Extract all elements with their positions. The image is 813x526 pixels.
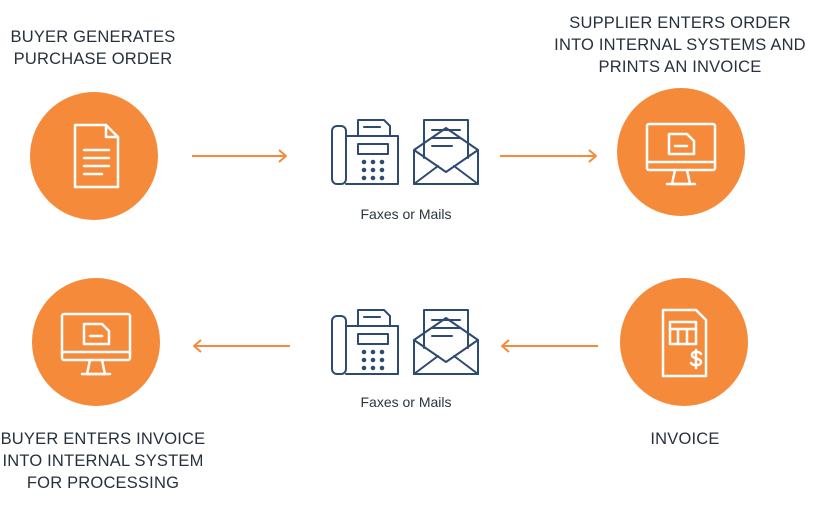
arrow-left-1 <box>501 339 598 353</box>
top-channel-icons <box>328 116 486 195</box>
fax-machine-icon <box>331 119 399 185</box>
mail-envelope-icon <box>413 119 479 185</box>
invoice-dollar-icon <box>620 278 748 406</box>
monitor-icon <box>617 88 745 216</box>
supplier-enters-circle <box>617 88 745 216</box>
top-channel-caption: Faxes or Mails <box>360 206 452 222</box>
step-label-buyer-enters-invoice: BUYER ENTERS INVOICE INTO INTERNAL SYSTE… <box>0 430 206 492</box>
arrow-right-1 <box>192 149 287 163</box>
invoice-circle <box>620 278 748 406</box>
monitor-icon <box>32 278 160 406</box>
fax-machine-icon <box>331 309 399 375</box>
step-label-supplier-enters-order: SUPPLIER ENTERS ORDER INTO INTERNAL SYST… <box>554 14 806 76</box>
buyer-po-circle <box>30 92 158 220</box>
step-label-invoice: INVOICE <box>650 430 720 448</box>
arrow-left-2 <box>193 339 290 353</box>
bottom-channel-icons <box>328 306 486 385</box>
document-icon <box>30 92 158 220</box>
mail-envelope-icon <box>413 309 479 375</box>
bottom-channel-caption: Faxes or Mails <box>360 394 452 410</box>
buyer-enters-circle <box>32 278 160 406</box>
arrow-right-2 <box>500 149 597 163</box>
step-label-buyer-generates-po: BUYER GENERATES PURCHASE ORDER <box>10 28 176 68</box>
